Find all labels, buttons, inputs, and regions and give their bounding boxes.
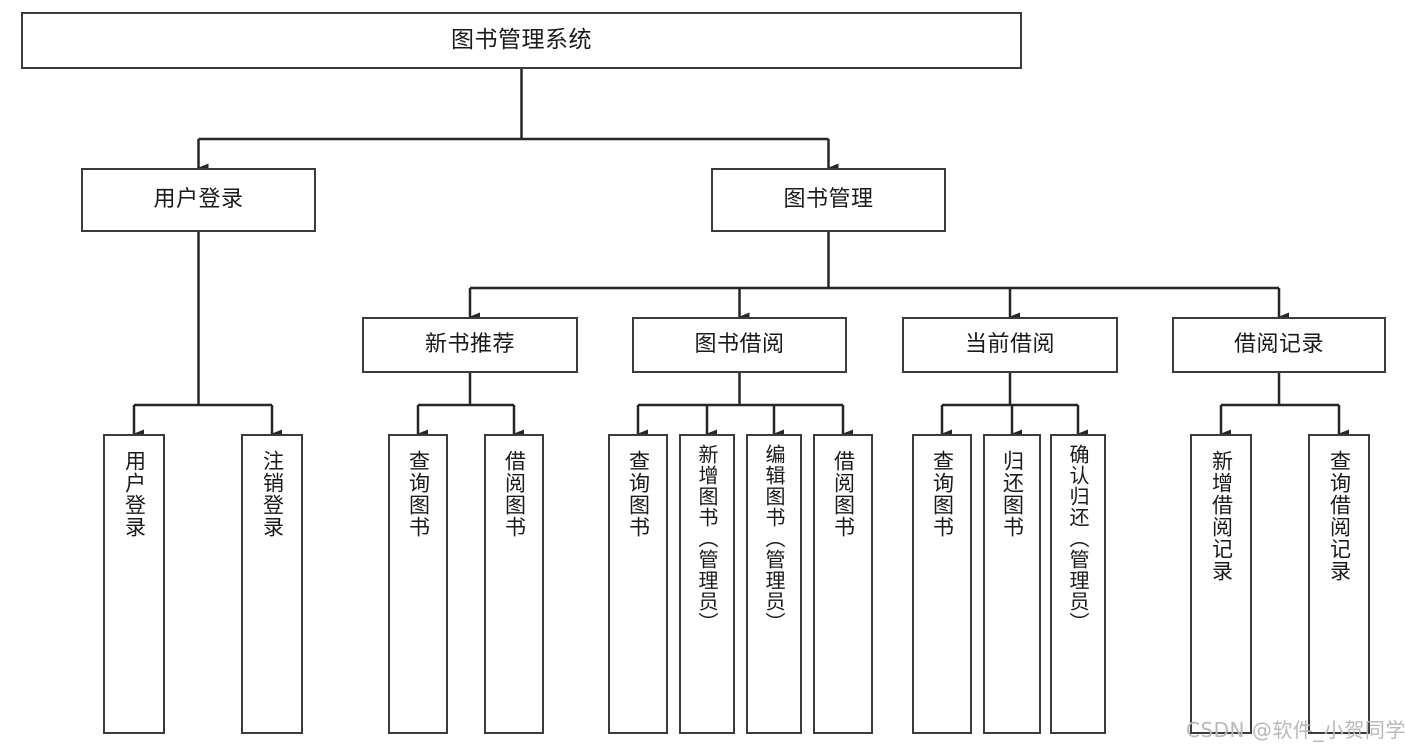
node-label: 查询借阅记录	[1327, 450, 1352, 582]
node-label: 新书推荐	[424, 332, 515, 358]
node-book-borrow[interactable]: 图书借阅	[632, 317, 847, 373]
node-leaf-query-book-2[interactable]: 查询图书	[608, 434, 668, 734]
node-label: 归还图书	[1000, 450, 1025, 538]
node-leaf-query-book-3[interactable]: 查询图书	[912, 434, 972, 734]
node-label: 确认归还（管理员）	[1066, 444, 1090, 633]
node-leaf-confirm-return[interactable]: 确认归还（管理员）	[1050, 434, 1106, 734]
node-label: 用户登录	[122, 450, 147, 538]
node-label: 图书管理	[783, 187, 874, 213]
node-leaf-add-book[interactable]: 新增图书（管理员）	[679, 434, 735, 734]
node-user-login[interactable]: 用户登录	[81, 168, 316, 232]
node-label: 新增借阅记录	[1209, 450, 1234, 582]
node-leaf-borrow-book-2[interactable]: 借阅图书	[813, 434, 873, 734]
node-borrow-record[interactable]: 借阅记录	[1172, 317, 1386, 373]
node-new-book-rec[interactable]: 新书推荐	[362, 317, 578, 373]
watermark-text: CSDN @软件_小贺同学	[1186, 718, 1405, 742]
node-current-borrow[interactable]: 当前借阅	[902, 317, 1118, 373]
node-leaf-query-book-1[interactable]: 查询图书	[388, 434, 448, 734]
node-book-manage[interactable]: 图书管理	[711, 168, 946, 232]
node-label: 借阅记录	[1233, 332, 1324, 358]
node-leaf-add-record[interactable]: 新增借阅记录	[1190, 434, 1252, 734]
node-label: 图书借阅	[694, 332, 785, 358]
node-leaf-user-logout[interactable]: 注销登录	[241, 434, 303, 734]
node-label: 查询图书	[406, 450, 431, 538]
node-leaf-return-book[interactable]: 归还图书	[983, 434, 1041, 734]
node-label: 借阅图书	[831, 450, 856, 538]
node-label: 图书管理系统	[451, 26, 592, 53]
node-label: 查询图书	[930, 450, 955, 538]
connector-lines	[132, 69, 1349, 439]
node-label: 查询图书	[626, 450, 651, 538]
node-leaf-query-record[interactable]: 查询借阅记录	[1308, 434, 1370, 734]
node-leaf-user-login[interactable]: 用户登录	[103, 434, 165, 734]
node-label: 编辑图书（管理员）	[762, 444, 786, 633]
node-label: 新增图书（管理员）	[695, 444, 719, 633]
node-root[interactable]: 图书管理系统	[21, 12, 1022, 69]
node-label: 借阅图书	[502, 450, 527, 538]
node-leaf-edit-book[interactable]: 编辑图书（管理员）	[746, 434, 802, 734]
node-label: 用户登录	[153, 187, 244, 213]
node-label: 注销登录	[260, 450, 285, 538]
node-leaf-borrow-book-1[interactable]: 借阅图书	[484, 434, 544, 734]
node-label: 当前借阅	[964, 332, 1055, 358]
